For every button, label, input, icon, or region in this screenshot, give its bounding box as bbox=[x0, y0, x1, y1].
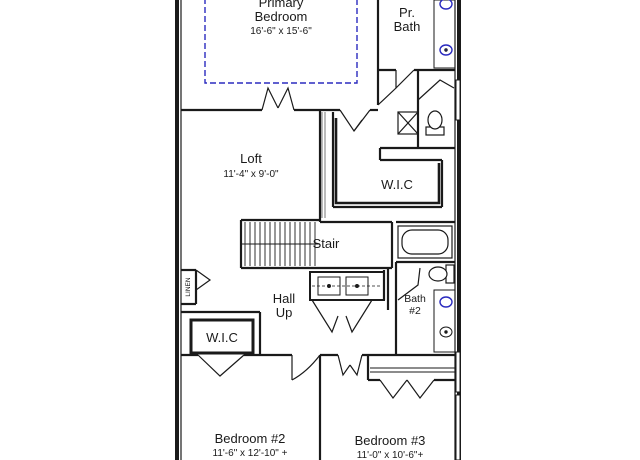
door-swings bbox=[195, 69, 455, 400]
primary-bedroom-dims: 16'-6" x 15'-6" bbox=[250, 26, 312, 37]
toilet-bath2 bbox=[428, 264, 455, 284]
hall-name-2: Up bbox=[276, 305, 293, 320]
room-labels: Primary Bedroom 16'-6" x 15'-6" Pr. Bath… bbox=[185, 0, 426, 460]
wic-upper-name: W.I.C bbox=[381, 177, 413, 192]
loft-dims: 11'-4" x 9'-0" bbox=[223, 169, 279, 180]
primary-bath-name-2: Bath bbox=[394, 19, 421, 34]
windows bbox=[455, 79, 461, 460]
primary-bedroom-tray-ceiling bbox=[204, 0, 358, 84]
wic-lower-name: W.I.C bbox=[206, 330, 238, 345]
toilet-primary-bath bbox=[425, 110, 445, 136]
primary-bath-name-1: Pr. bbox=[399, 5, 415, 20]
stair-name: Stair bbox=[313, 236, 340, 251]
hall-name-1: Hall bbox=[273, 291, 296, 306]
bath2-name-2: #2 bbox=[409, 305, 421, 317]
wic-upper-shelving bbox=[334, 118, 441, 205]
linen-label: LINEN bbox=[185, 277, 192, 296]
loft-name: Loft bbox=[240, 151, 262, 166]
primary-bedroom-name-1: Primary bbox=[259, 0, 304, 10]
bathtub bbox=[397, 225, 453, 259]
primary-bedroom-name-2: Bedroom bbox=[255, 9, 308, 24]
bedroom2-name: Bedroom #2 bbox=[215, 431, 286, 446]
bedroom2-dims: 11'-6" x 12'-10" + bbox=[213, 448, 288, 459]
bath2-name-1: Bath bbox=[404, 293, 426, 305]
primary-bath-vanity bbox=[433, 0, 456, 69]
bedroom3-closet-rod bbox=[370, 367, 455, 373]
wic-lower-shelving bbox=[189, 318, 255, 355]
wic-upper-rods bbox=[321, 112, 326, 218]
hall-closet-shelving bbox=[309, 271, 385, 301]
bath2-vanity bbox=[433, 289, 456, 353]
bedroom3-name: Bedroom #3 bbox=[355, 433, 426, 448]
bedroom3-dims: 11'-0" x 10'-6"+ bbox=[357, 450, 424, 460]
shower-fixture bbox=[397, 111, 419, 135]
